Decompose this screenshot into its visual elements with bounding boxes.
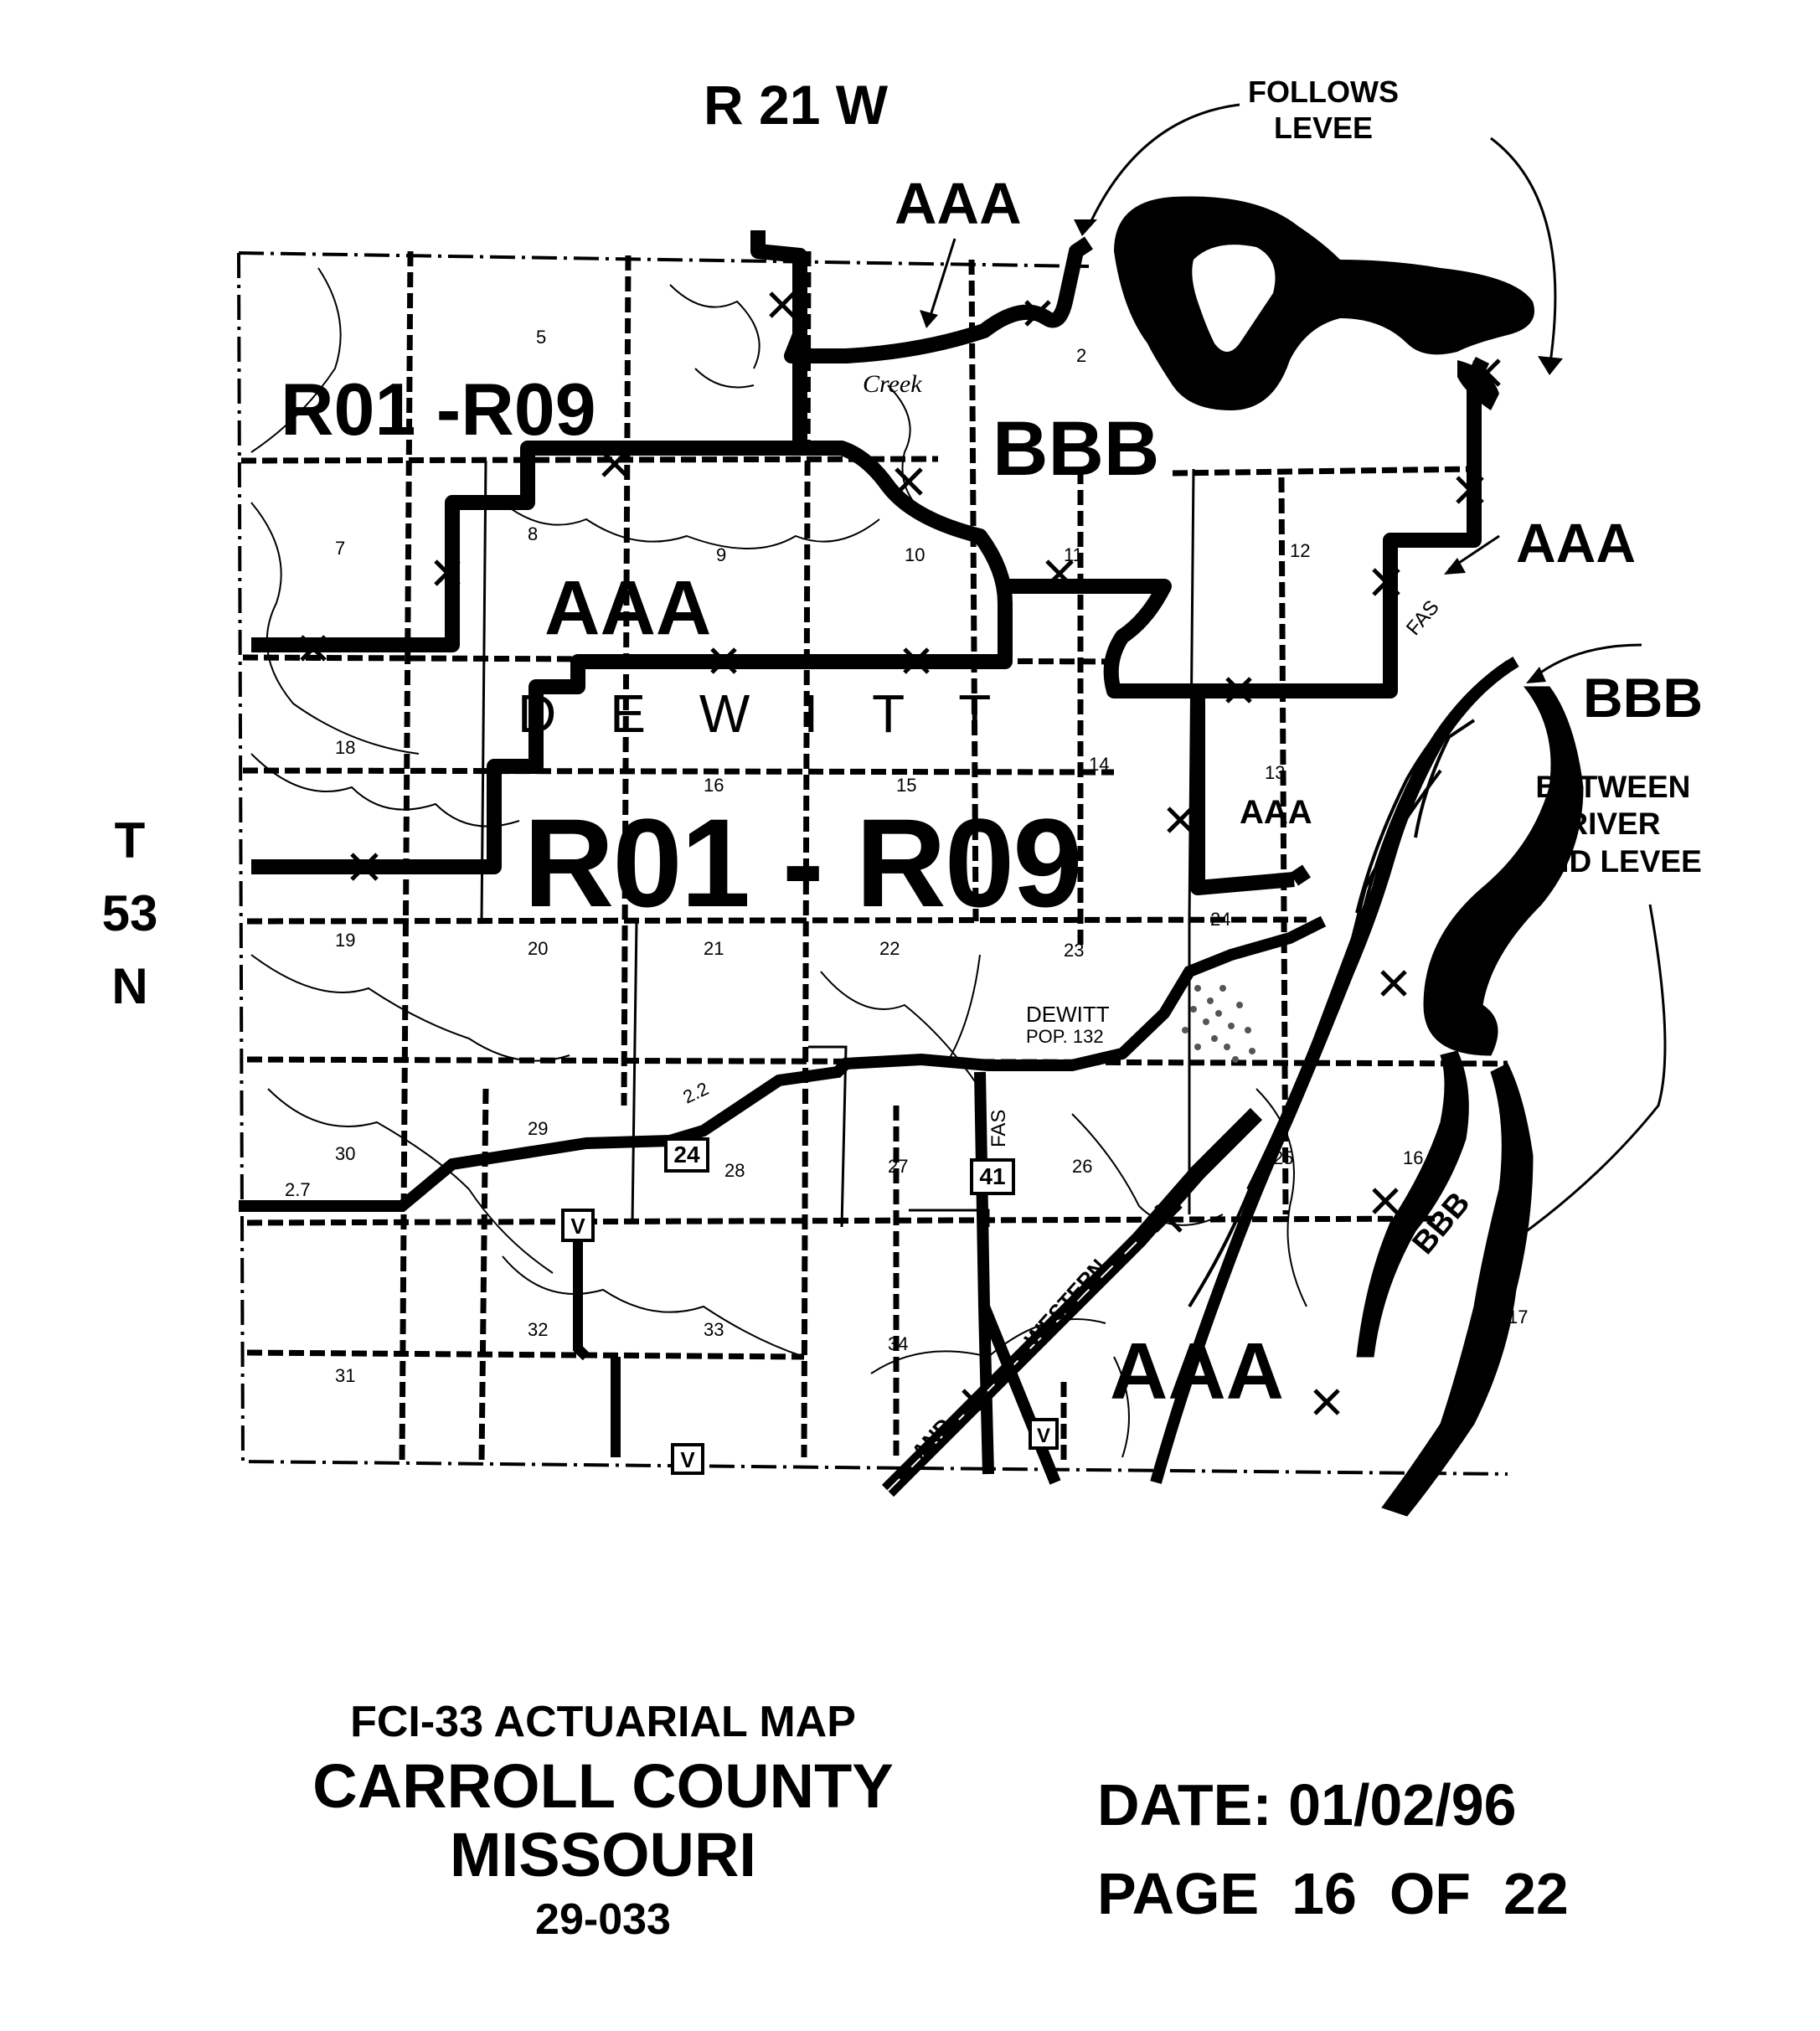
- section-number: 30: [335, 1143, 355, 1164]
- section-number: 33: [704, 1319, 724, 1340]
- township-direction: N: [111, 958, 148, 1014]
- county-code: 29-033: [535, 1895, 671, 1944]
- section-number: 28: [724, 1160, 745, 1181]
- township-name: DEWITT: [518, 683, 1045, 744]
- oxbow-lake: [1114, 196, 1534, 410]
- section-numbers: 5 7 8 9 10 11 12 13 14 15 16 18 19 20 21…: [335, 318, 1528, 1386]
- arrowheads: [920, 219, 1563, 683]
- dewitt-population: POP. 132: [1026, 1026, 1104, 1047]
- footer-map-info: FCI-33 ACTUARIAL MAP CARROLL COUNTY MISS…: [251, 1700, 955, 1941]
- section-number: 8: [528, 523, 538, 544]
- section-number: 31: [335, 1365, 355, 1386]
- zone-label-bbb-right: BBB: [1583, 667, 1703, 729]
- dewitt-town-name: DEWITT: [1026, 1002, 1110, 1027]
- shield-v-text-2: V: [680, 1447, 695, 1472]
- zone-label-aaa-top: AAA: [895, 171, 1022, 236]
- section-number: 34: [888, 1333, 908, 1354]
- zone-label-r01-r09-top: R01 -R09: [281, 368, 596, 451]
- zone-label-bbb-top: BBB: [992, 406, 1160, 492]
- state-name: MISSOURI: [450, 1820, 756, 1889]
- section-number: 26: [1072, 1156, 1092, 1177]
- missouri-river: [1356, 686, 1584, 1517]
- section-number: 21: [704, 938, 724, 959]
- dewitt-town-area: [1182, 985, 1255, 1063]
- shield-v-text-3: V: [1037, 1425, 1050, 1447]
- section-number: 15: [896, 775, 916, 796]
- township-frame: [237, 251, 1508, 1476]
- shield-v-text-1: V: [570, 1214, 585, 1239]
- section-number: 14: [1089, 754, 1109, 775]
- fas-label-2: FAS: [1402, 596, 1444, 640]
- distance-label-2: 2.2: [680, 1078, 712, 1108]
- zone-label-aaa-bottom: AAA: [1110, 1327, 1284, 1416]
- section-number: 10: [905, 544, 925, 565]
- fas-label-1: FAS: [987, 1110, 1010, 1147]
- section-number: 1: [1265, 318, 1275, 339]
- section-number: 7: [335, 538, 345, 559]
- zone-label-aaa-center-left: AAA: [544, 565, 712, 651]
- follows-levee-note: FOLLOWS LEVEE: [1248, 75, 1399, 146]
- shield-41-text: 41: [979, 1163, 1005, 1189]
- section-number: 22: [879, 938, 900, 959]
- county-name: CARROLL COUNTY: [312, 1751, 894, 1821]
- section-number: 32: [528, 1319, 548, 1340]
- section-number: 25: [1273, 1147, 1293, 1168]
- shield-24-text: 24: [673, 1142, 700, 1168]
- township-letter: T: [114, 812, 146, 869]
- levee-main: [1150, 656, 1519, 1484]
- highway-24: [239, 915, 1327, 1212]
- zone-label-aaa-small: AAA: [1240, 794, 1312, 831]
- section-number: 27: [888, 1156, 908, 1177]
- section-number: 17: [1508, 1307, 1528, 1327]
- zone-label-r01-r09-center: R01 - R09: [523, 792, 1083, 933]
- map-date: DATE: 01/02/96: [1097, 1772, 1517, 1838]
- section-number: 11: [1064, 544, 1083, 565]
- section-number: 20: [528, 938, 548, 959]
- boundary-ticks: [300, 291, 1501, 1415]
- creek-label: Creek: [863, 370, 922, 398]
- railroad-label-western: WESTERN: [1019, 1254, 1111, 1352]
- annotation-arrows: [928, 103, 1667, 1258]
- highway-shields: [561, 1137, 1059, 1475]
- section-number: 16: [1403, 1147, 1423, 1168]
- township-label: T 53 N: [84, 804, 176, 1023]
- distance-label-1: 2.7: [285, 1179, 311, 1200]
- section-number: 12: [1290, 540, 1310, 561]
- zone-boundaries: [251, 230, 1490, 895]
- section-number: 2: [1076, 345, 1086, 366]
- between-river-levee-note: BETWEEN RIVER AND LEVEE: [1524, 770, 1702, 879]
- section-number: 13: [1265, 762, 1285, 783]
- section-number: 16: [704, 775, 724, 796]
- section-number: 19: [335, 930, 355, 951]
- section-number: 18: [335, 737, 355, 758]
- zone-label-aaa-right: AAA: [1516, 512, 1636, 574]
- section-number: 29: [528, 1118, 548, 1139]
- highway-diagonal: [978, 1304, 1061, 1485]
- section-number: 24: [1210, 909, 1230, 930]
- range-label: R 21 W: [704, 74, 889, 136]
- page-number: PAGE 16 OF 22: [1097, 1861, 1569, 1926]
- map-name: FCI-33 ACTUARIAL MAP: [350, 1698, 856, 1746]
- route-v: [573, 1240, 590, 1361]
- section-number: 23: [1064, 940, 1084, 961]
- footer-date-page: DATE: 01/02/96 PAGE 16 OF 22: [1097, 1776, 1569, 1953]
- section-number: 5: [536, 327, 546, 348]
- section-number: 9: [716, 544, 726, 565]
- township-number: 53: [101, 885, 158, 941]
